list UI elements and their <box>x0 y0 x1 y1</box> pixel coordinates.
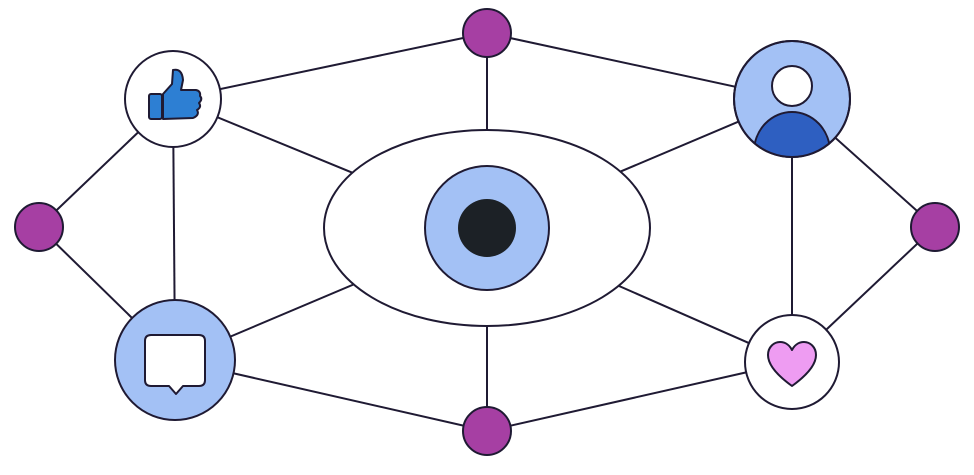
bottom-dot <box>462 406 512 456</box>
thumbs-up-icon <box>148 68 203 120</box>
eye-icon <box>323 129 651 327</box>
eye-pupil <box>458 199 516 257</box>
top-dot <box>462 8 512 58</box>
profile-node <box>733 40 851 158</box>
heart-node <box>744 314 840 410</box>
heart-icon <box>767 341 817 387</box>
edge-top-dot-like <box>172 32 488 100</box>
like-node <box>124 50 222 148</box>
comment-node <box>114 299 236 421</box>
left-dot <box>14 202 64 252</box>
right-dot <box>910 202 960 252</box>
edge-heart-bottom-dot <box>486 361 793 432</box>
chat-bubble-icon <box>144 334 206 395</box>
